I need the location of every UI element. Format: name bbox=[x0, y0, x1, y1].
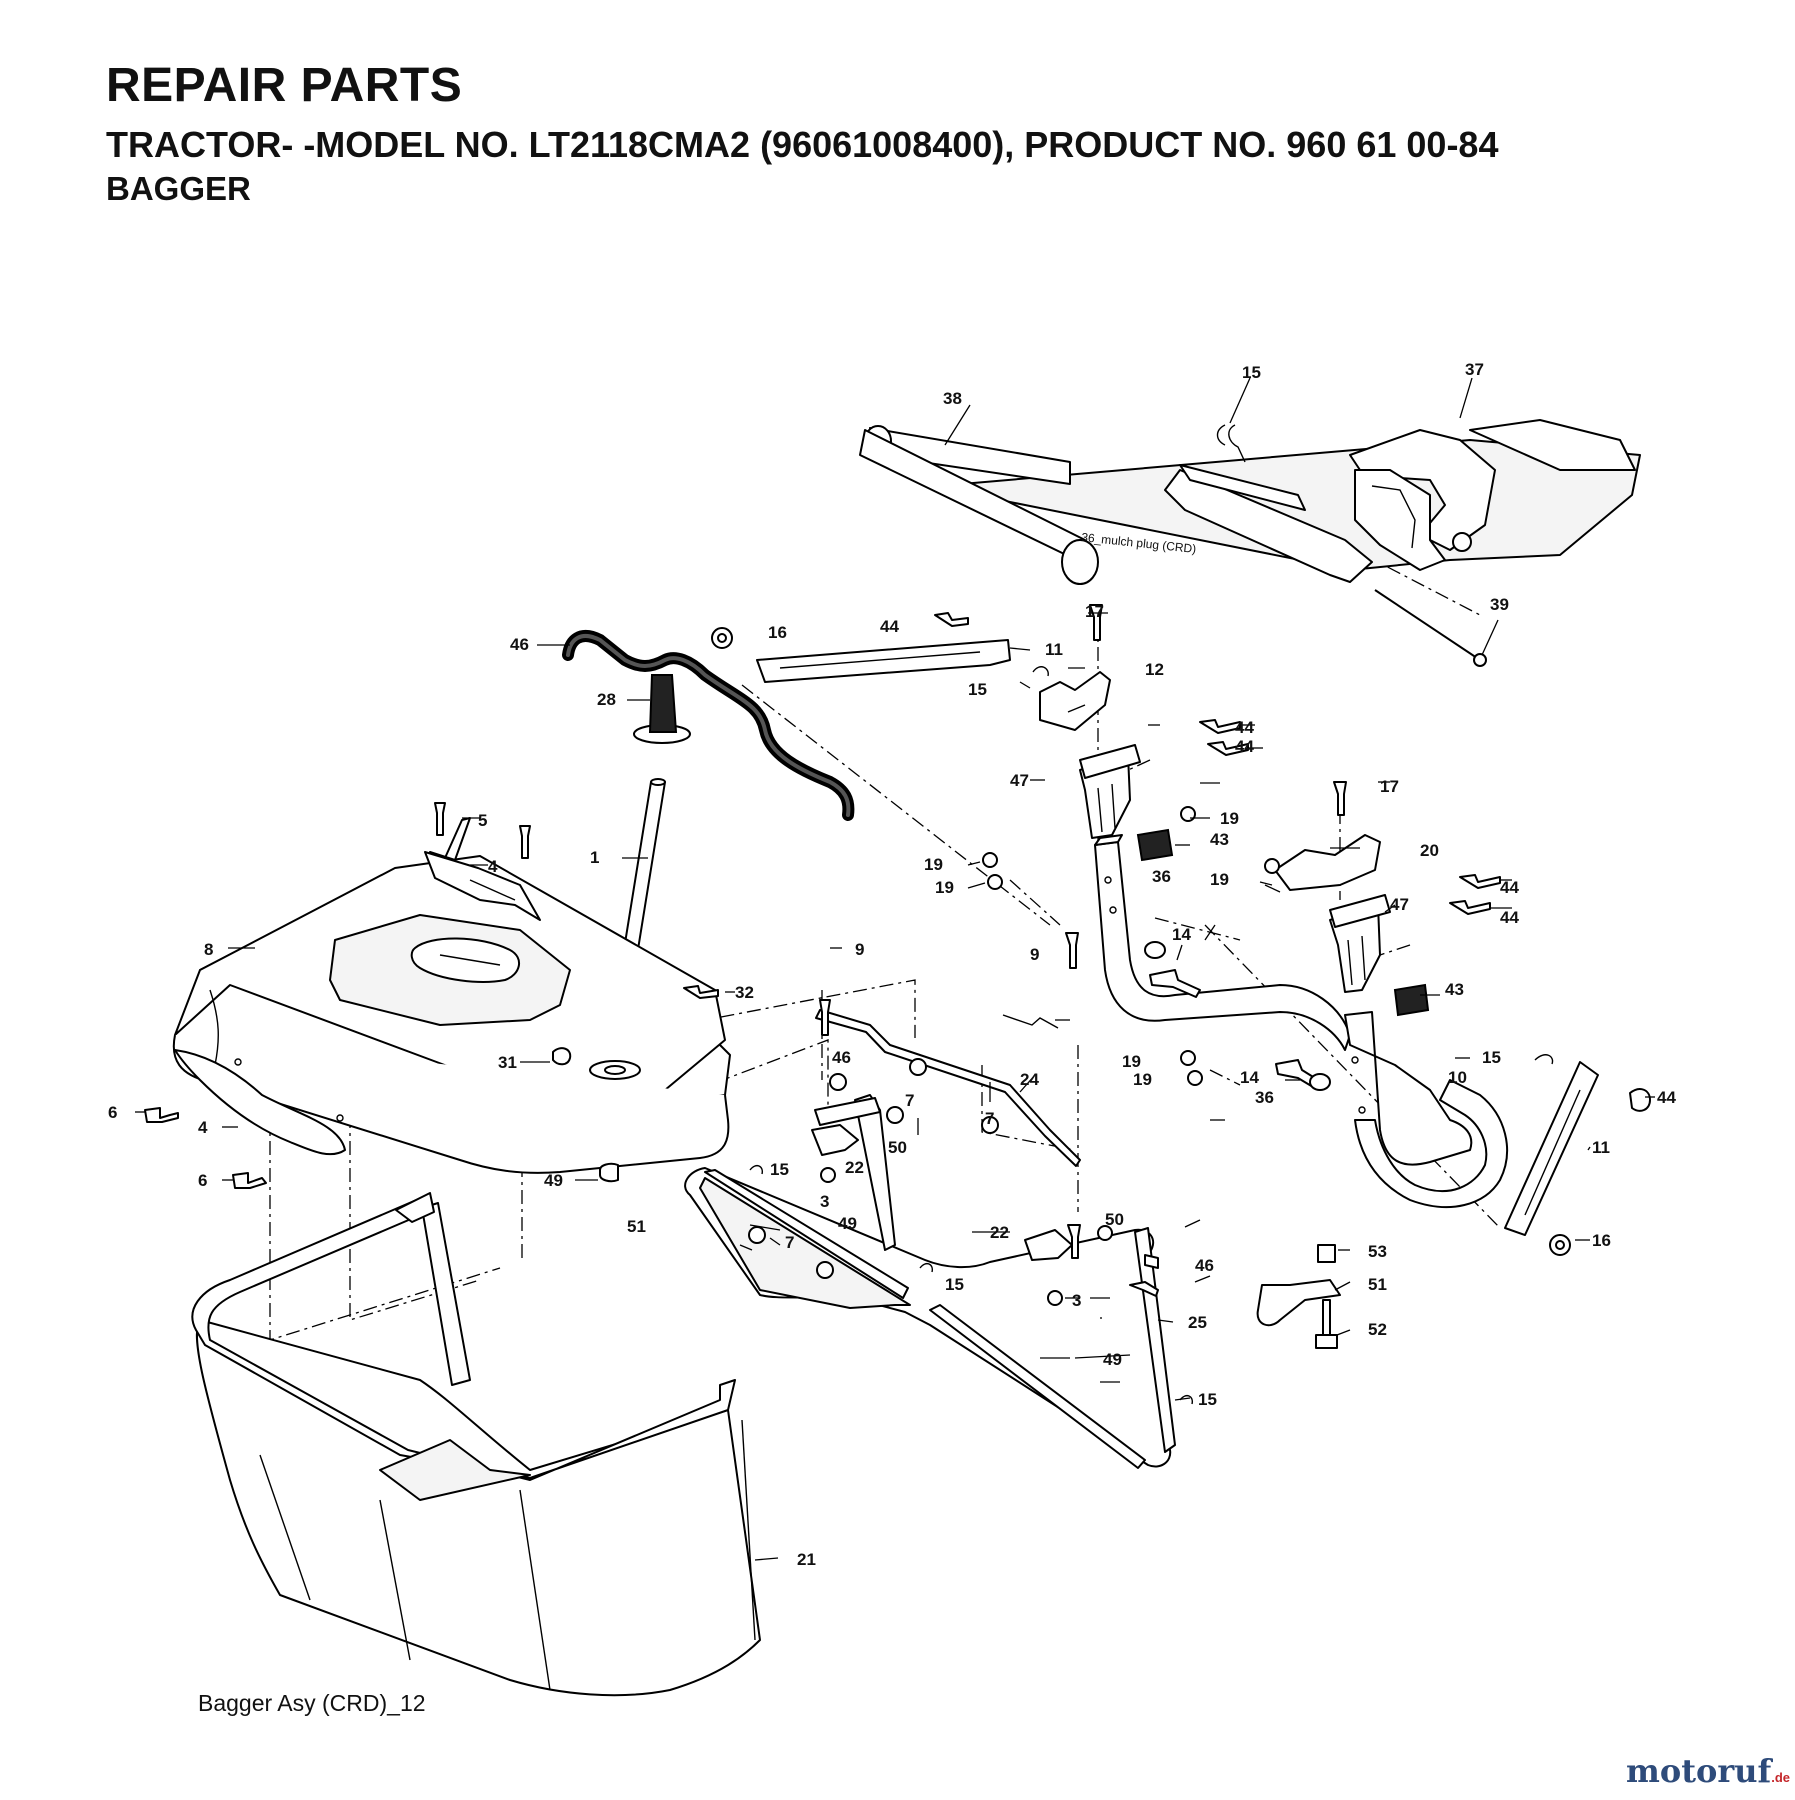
callout-8: 8 bbox=[204, 940, 213, 959]
callout-38-a: 44 bbox=[1235, 718, 1254, 737]
callout-15-upper: 15 bbox=[968, 680, 987, 699]
bagger-cover bbox=[172, 855, 731, 1174]
watermark-brand: motoruf bbox=[1626, 1752, 1772, 1790]
callout-1: 1 bbox=[590, 848, 599, 867]
callout-6-upper: 6 bbox=[108, 1103, 117, 1122]
callout-4-upper: 4 bbox=[488, 857, 498, 876]
callout-25: 25 bbox=[1188, 1313, 1207, 1332]
page-title: REPAIR PARTS bbox=[106, 59, 463, 112]
mulch-plug-assembly: 36_mulch plug (CRD) bbox=[859, 419, 1641, 667]
callout-20: 20 bbox=[1420, 841, 1439, 860]
callout-33: 37 bbox=[1465, 360, 1484, 379]
callout-32: 32 bbox=[735, 983, 754, 1002]
callout-47: 51 bbox=[627, 1217, 646, 1236]
callout-53: 53 bbox=[1368, 1242, 1387, 1261]
callout-9-left: 9 bbox=[855, 940, 864, 959]
anchor-bracket bbox=[1256, 1244, 1341, 1349]
callout-38-d: 44 bbox=[1500, 908, 1519, 927]
support-straps bbox=[756, 639, 1599, 1236]
callout-35: 39 bbox=[1490, 595, 1509, 614]
callout-37-upper: 43 bbox=[1210, 830, 1229, 849]
callout-3-right: 3 bbox=[1072, 1291, 1081, 1310]
callout-16-right: 16 bbox=[1592, 1231, 1611, 1250]
callout-11-right: 11 bbox=[1592, 1138, 1610, 1157]
callout-5: 5 bbox=[478, 811, 487, 830]
callout-49-upper: 49 bbox=[838, 1214, 857, 1233]
model-subtitle: TRACTOR- -MODEL NO. LT2118CMA2 (96061008… bbox=[106, 124, 1499, 165]
callout-9-right: 9 bbox=[1030, 945, 1039, 964]
callout-52: 52 bbox=[1368, 1320, 1387, 1339]
callout-15-bottom: 15 bbox=[1198, 1390, 1217, 1409]
callout-17-left: 17 bbox=[1085, 602, 1104, 621]
hardware bbox=[144, 424, 1651, 1405]
callout-36-lower: 36 bbox=[1255, 1088, 1274, 1107]
callout-7-right: 7 bbox=[985, 1109, 994, 1128]
callout-19-mid: 19 bbox=[1210, 870, 1229, 889]
callout-19-lower-b: 19 bbox=[1133, 1070, 1152, 1089]
callout-22-right: 22 bbox=[990, 1223, 1009, 1242]
callout-12: 12 bbox=[1145, 660, 1164, 679]
callout-43: 49 bbox=[544, 1171, 563, 1190]
callout-15-right: 15 bbox=[1482, 1048, 1501, 1067]
callout-39: 46 bbox=[510, 635, 529, 654]
callout-38-b: 44 bbox=[1235, 737, 1254, 756]
callout-31: 31 bbox=[498, 1053, 517, 1072]
callout-15-left: 15 bbox=[770, 1160, 789, 1179]
callout-44-right: 44 bbox=[1657, 1088, 1676, 1107]
callout-17-right: 17 bbox=[1380, 777, 1399, 796]
callout-28: 28 bbox=[597, 690, 616, 709]
callout-4-lower: 4 bbox=[198, 1118, 208, 1137]
callout-19-left-a: 19 bbox=[924, 855, 943, 874]
callout-14-lower: 14 bbox=[1240, 1068, 1259, 1087]
lower-frame bbox=[684, 1094, 1176, 1469]
callout-3-left: 3 bbox=[820, 1192, 829, 1211]
callout-41-upper: 47 bbox=[1010, 771, 1029, 790]
callout-46-left: 46 bbox=[832, 1048, 851, 1067]
callout-37-lower: 43 bbox=[1445, 980, 1464, 999]
callout-41-lower: 47 bbox=[1390, 895, 1409, 914]
callout-19-lower-a: 19 bbox=[1122, 1052, 1141, 1071]
callout-21: 21 bbox=[797, 1550, 816, 1569]
callout-11-upper: 11 bbox=[1045, 640, 1063, 659]
callout-7-lower: 7 bbox=[785, 1233, 794, 1252]
callout-46-right: 46 bbox=[1195, 1256, 1214, 1275]
callout-16-upper: 16 bbox=[768, 623, 787, 642]
brand-watermark: motoruf.de bbox=[1626, 1752, 1790, 1790]
side-frames bbox=[1094, 834, 1508, 1208]
callout-34: 38 bbox=[943, 389, 962, 408]
callout-6-lower: 6 bbox=[198, 1171, 207, 1190]
callout-50-left: 50 bbox=[888, 1138, 907, 1157]
callout-24: 24 bbox=[1020, 1070, 1039, 1089]
callout-15-mid: 15 bbox=[945, 1275, 964, 1294]
brackets-and-latches bbox=[1039, 671, 1430, 1017]
drawing-caption: Bagger Asy (CRD)_12 bbox=[198, 1690, 426, 1716]
callout-38-c: 44 bbox=[1500, 878, 1519, 897]
callout-15: 15 bbox=[1242, 363, 1261, 382]
callout-19-left-b: 19 bbox=[935, 878, 954, 897]
watermark-suffix: .de bbox=[1771, 1770, 1791, 1785]
callout-labels: 15 37 38 39 46 28 1 5 4 8 6 4 6 31 32 49… bbox=[108, 360, 1676, 1569]
hinge-strap-upper bbox=[424, 817, 541, 921]
handle-rod bbox=[562, 630, 855, 821]
callout-7-top: 7 bbox=[905, 1091, 914, 1110]
section-title: BAGGER bbox=[106, 170, 251, 207]
callout-44-upper: 44 bbox=[880, 617, 899, 636]
cross-rod bbox=[815, 1009, 1081, 1167]
callout-49-lower: 49 bbox=[1103, 1350, 1122, 1369]
callout-36-upper: 36 bbox=[1152, 867, 1171, 886]
callout-leaders bbox=[135, 377, 1655, 1561]
callout-10: 10 bbox=[1448, 1068, 1467, 1087]
bag-frame bbox=[191, 1192, 761, 1697]
callout-14-upper: 14 bbox=[1172, 925, 1191, 944]
callout-50-right: 50 bbox=[1105, 1210, 1124, 1229]
callout-19-upper: 19 bbox=[1220, 809, 1239, 828]
callout-51: 51 bbox=[1368, 1275, 1387, 1294]
callout-22-left: 22 bbox=[845, 1158, 864, 1177]
